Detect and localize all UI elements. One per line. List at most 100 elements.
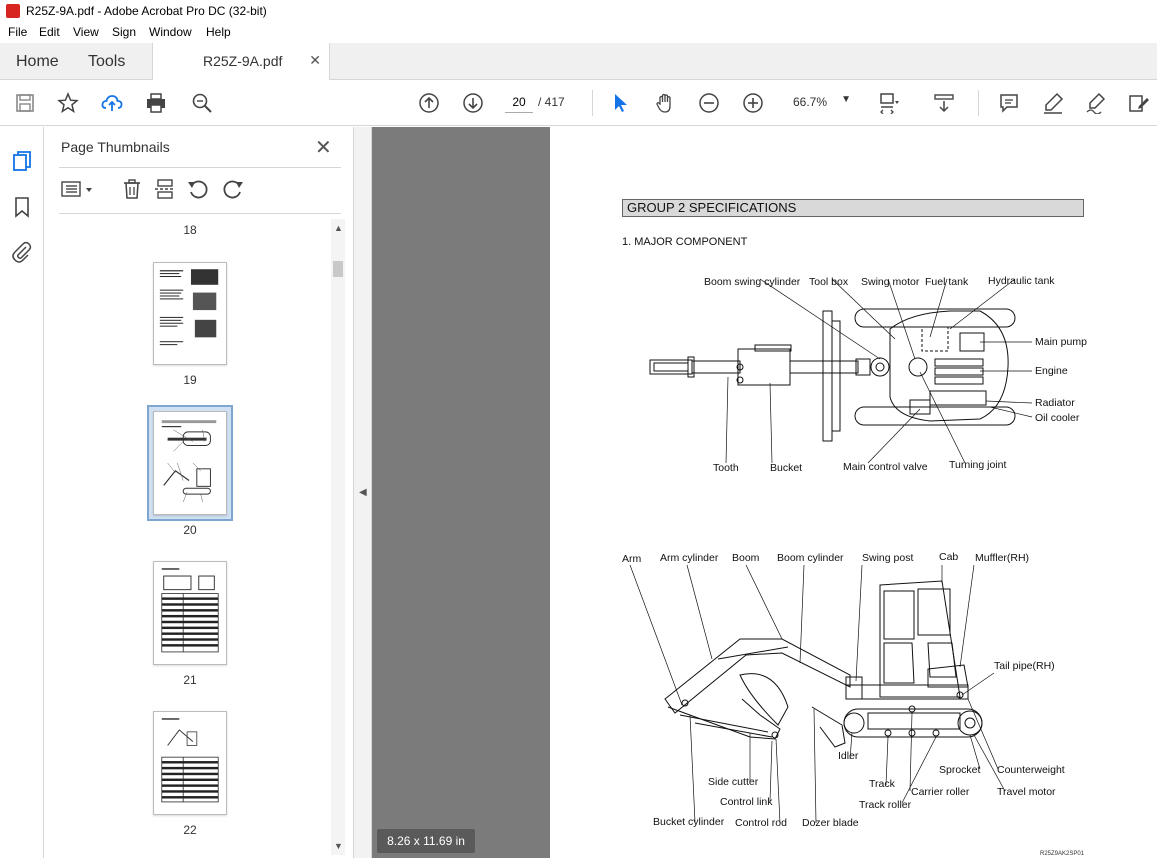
menu-view[interactable]: View <box>73 25 99 39</box>
sign-icon[interactable] <box>1083 90 1109 116</box>
document-page: GROUP 2 SPECIFICATIONS 1. MAJOR COMPONEN… <box>550 127 1157 858</box>
page-number-input[interactable] <box>505 91 533 113</box>
label-turning-joint: Turning joint <box>949 459 1007 471</box>
label-carrier-roller: Carrier roller <box>911 786 970 798</box>
label-boom: Boom <box>732 552 760 564</box>
menu-help[interactable]: Help <box>206 25 231 39</box>
figure-code: R25Z9AK2SP01 <box>1040 851 1085 857</box>
navigation-rail <box>0 127 44 858</box>
hand-tool-icon[interactable] <box>652 90 678 116</box>
page-thumbnails-panel: Page Thumbnails ✕ 18 19 <box>45 127 353 858</box>
thumbnail-label: 21 <box>183 673 197 687</box>
attachments-icon[interactable] <box>10 240 34 264</box>
title-bar: R25Z-9A.pdf - Adobe Acrobat Pro DC (32-b… <box>0 0 1157 22</box>
thumbnail-label: 20 <box>183 523 197 537</box>
zoom-out-icon[interactable] <box>696 90 722 116</box>
save-icon[interactable] <box>12 90 38 116</box>
label-cab: Cab <box>939 551 959 563</box>
scroll-up-icon[interactable]: ▲ <box>334 223 343 233</box>
tab-bar: Home Tools R25Z-9A.pdf ✕ <box>0 43 1157 80</box>
select-cursor-icon[interactable] <box>608 90 634 116</box>
tab-tools[interactable]: Tools <box>88 52 126 70</box>
close-tab-icon[interactable]: ✕ <box>309 52 321 68</box>
page-total: / 417 <box>538 95 565 109</box>
panel-divider <box>59 213 341 214</box>
upload-cloud-icon[interactable] <box>99 90 125 116</box>
highlight-pen-icon[interactable] <box>1040 90 1066 116</box>
label-arm: Arm <box>622 553 642 565</box>
side-view-diagram <box>629 564 1006 824</box>
label-main-pump: Main pump <box>1035 336 1087 348</box>
collapse-panel-icon[interactable]: ◀ <box>359 487 367 498</box>
window-title: R25Z-9A.pdf - Adobe Acrobat Pro DC (32-b… <box>26 4 267 18</box>
thumbnail-preview <box>161 718 219 803</box>
panel-splitter[interactable]: ◀ <box>353 127 372 858</box>
page-thumbnail-19[interactable] <box>153 262 227 365</box>
print-icon[interactable] <box>143 90 169 116</box>
scroll-mode-icon[interactable] <box>931 90 957 116</box>
label-engine: Engine <box>1035 365 1068 377</box>
section-heading: 1. MAJOR COMPONENT <box>622 236 748 248</box>
top-view-diagram <box>649 278 1033 464</box>
scrollbar-thumb[interactable] <box>333 261 343 277</box>
page-fit-icon[interactable] <box>875 90 901 116</box>
page-thumbnails-icon[interactable] <box>10 149 34 173</box>
panel-title: Page Thumbnails <box>61 139 170 155</box>
menu-window[interactable]: Window <box>149 25 192 39</box>
zoom-level-select[interactable]: 66.7% ▼ <box>785 90 855 114</box>
label-control-rod: Control rod <box>735 817 787 829</box>
zoom-in-icon[interactable] <box>740 90 766 116</box>
delete-page-icon[interactable] <box>120 177 144 201</box>
label-fuel-tank: Fuel tank <box>925 276 969 288</box>
menu-edit[interactable]: Edit <box>39 25 60 39</box>
close-panel-icon[interactable]: ✕ <box>315 137 332 159</box>
label-radiator: Radiator <box>1035 397 1075 409</box>
menu-bar: File Edit View Sign Window Help <box>0 22 1157 43</box>
tab-document[interactable]: R25Z-9A.pdf ✕ <box>152 43 330 80</box>
label-swing-post: Swing post <box>862 552 914 564</box>
menu-file[interactable]: File <box>8 25 28 39</box>
document-view[interactable]: GROUP 2 SPECIFICATIONS 1. MAJOR COMPONEN… <box>372 127 1157 858</box>
label-track-roller: Track roller <box>859 799 912 811</box>
previous-page-icon[interactable] <box>416 90 442 116</box>
label-main-control-valve: Main control valve <box>843 461 928 473</box>
rotate-counterclockwise-icon[interactable] <box>186 177 210 201</box>
thumbnails-scrollbar[interactable]: ▲ ▼ <box>331 219 345 855</box>
thumbnail-preview <box>159 269 219 346</box>
page-thumbnail-22[interactable] <box>153 711 227 815</box>
menu-sign[interactable]: Sign <box>112 25 137 39</box>
bookmarks-icon[interactable] <box>10 195 34 219</box>
comment-icon[interactable] <box>996 90 1022 116</box>
label-swing-motor: Swing motor <box>861 276 920 288</box>
label-hydraulic-tank: Hydraulic tank <box>988 275 1055 287</box>
thumbnail-label: 22 <box>183 823 197 837</box>
label-dozer-blade: Dozer blade <box>802 817 859 829</box>
toolbar: / 417 66.7% ▼ <box>0 80 1157 126</box>
extract-page-icon[interactable] <box>153 177 177 201</box>
scroll-down-icon[interactable]: ▼ <box>334 841 343 851</box>
thumbnail-options-button[interactable] <box>61 179 97 201</box>
rotate-clockwise-icon[interactable] <box>221 177 245 201</box>
label-oil-cooler: Oil cooler <box>1035 412 1080 424</box>
next-page-icon[interactable] <box>460 90 486 116</box>
bookmark-star-icon[interactable] <box>55 90 81 116</box>
label-travel-motor: Travel motor <box>997 786 1056 798</box>
page-thumbnail-21[interactable] <box>153 561 227 665</box>
search-zoom-icon[interactable] <box>189 90 215 116</box>
toolbar-divider <box>978 90 979 116</box>
tab-home[interactable]: Home <box>16 52 59 70</box>
label-control-link: Control link <box>720 796 773 808</box>
label-sprocket: Sprocket <box>939 764 981 776</box>
label-idler: Idler <box>838 750 859 762</box>
thumbnail-preview <box>161 568 219 653</box>
chevron-down-icon: ▼ <box>841 94 851 105</box>
toolbar-divider <box>592 90 593 116</box>
edit-pdf-icon[interactable] <box>1125 90 1151 116</box>
panel-divider <box>59 167 341 168</box>
label-boom-swing-cylinder: Boom swing cylinder <box>704 276 801 288</box>
label-counterweight: Counterweight <box>997 764 1065 776</box>
page-thumbnail-20[interactable] <box>153 411 227 515</box>
thumbnail-label: 18 <box>183 223 197 237</box>
group-heading: GROUP 2 SPECIFICATIONS <box>622 199 1084 217</box>
label-tool-box: Tool box <box>809 276 849 288</box>
